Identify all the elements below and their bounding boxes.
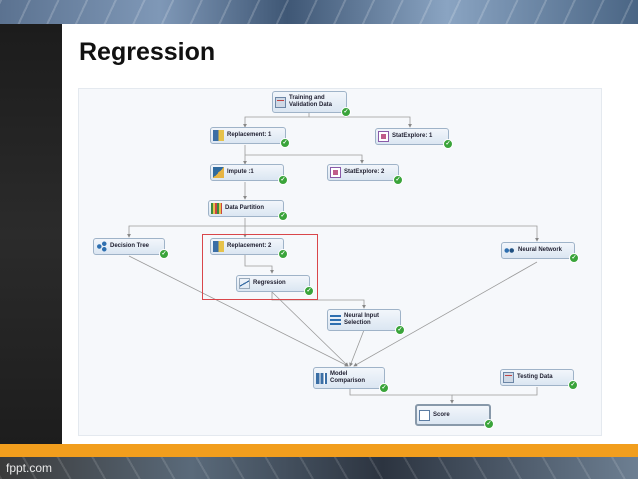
data-partition-icon bbox=[211, 203, 222, 214]
node-label: Impute :1 bbox=[227, 169, 254, 175]
checkmark-icon: ✓ bbox=[443, 139, 453, 149]
score-icon bbox=[419, 409, 430, 421]
footer-brand: fppt.com bbox=[6, 461, 53, 475]
neural-network-node[interactable]: Neural Network ✓ bbox=[501, 242, 579, 263]
node-label: Testing Data bbox=[517, 374, 553, 380]
checkmark-icon: ✓ bbox=[304, 286, 314, 296]
node-label: Data Partition bbox=[225, 205, 265, 211]
node-label: Regression bbox=[253, 280, 286, 286]
header-background bbox=[0, 0, 638, 24]
checkmark-icon: ✓ bbox=[379, 383, 389, 393]
regression-highlight-box bbox=[202, 234, 318, 300]
impute-1-node[interactable]: Impute :1 ✓ bbox=[210, 164, 288, 185]
testing-data-node[interactable]: Testing Data ✓ bbox=[500, 369, 578, 390]
node-label: Neural Network bbox=[518, 247, 563, 253]
statexplore-2-node[interactable]: StatExplore: 2 ✓ bbox=[327, 164, 403, 185]
replacement-1-node[interactable]: Replacement: 1 ✓ bbox=[210, 127, 290, 148]
checkmark-icon: ✓ bbox=[569, 253, 579, 263]
neural-network-icon bbox=[504, 245, 515, 256]
replacement-2-node[interactable]: Replacement: 2 ✓ bbox=[210, 238, 288, 259]
regression-node[interactable]: Regression ✓ bbox=[236, 275, 314, 296]
node-label: Replacement: 1 bbox=[227, 132, 272, 138]
replacement-icon bbox=[213, 241, 224, 252]
node-label: StatExplore: 1 bbox=[392, 133, 433, 139]
neural-input-selection-node[interactable]: Neural Input Selection ✓ bbox=[327, 309, 405, 335]
data-source-icon bbox=[503, 372, 514, 383]
checkmark-icon: ✓ bbox=[341, 107, 351, 117]
checkmark-icon: ✓ bbox=[395, 325, 405, 335]
node-label: Neural Input Selection bbox=[344, 313, 380, 326]
checkmark-icon: ✓ bbox=[568, 380, 578, 390]
score-node[interactable]: Score ✓ bbox=[415, 404, 494, 429]
decision-tree-icon bbox=[96, 241, 107, 252]
checkmark-icon: ✓ bbox=[484, 419, 494, 429]
checkmark-icon: ✓ bbox=[278, 211, 288, 221]
node-label: Model Comparison bbox=[330, 371, 366, 384]
node-label: Training and Validation Data bbox=[289, 95, 333, 108]
checkmark-icon: ✓ bbox=[393, 175, 403, 185]
node-label: Decision Tree bbox=[110, 243, 150, 249]
checkmark-icon: ✓ bbox=[280, 138, 290, 148]
node-label: StatExplore: 2 bbox=[344, 169, 385, 175]
node-label: Score bbox=[433, 411, 450, 418]
model-comparison-node[interactable]: Model Comparison ✓ bbox=[313, 367, 389, 393]
model-comparison-icon bbox=[316, 372, 327, 384]
statexplore-icon bbox=[330, 167, 341, 178]
statexplore-1-node[interactable]: StatExplore: 1 ✓ bbox=[375, 128, 453, 149]
checkmark-icon: ✓ bbox=[278, 175, 288, 185]
training-validation-data-node[interactable]: Training and Validation Data ✓ bbox=[272, 91, 351, 117]
node-label: Replacement: 2 bbox=[227, 243, 272, 249]
neural-input-icon bbox=[330, 314, 341, 326]
impute-icon bbox=[213, 167, 224, 178]
data-partition-node[interactable]: Data Partition ✓ bbox=[208, 200, 288, 221]
left-background bbox=[0, 24, 62, 444]
replacement-icon bbox=[213, 130, 224, 141]
data-source-icon bbox=[275, 96, 286, 108]
accent-bar bbox=[0, 444, 638, 457]
checkmark-icon: ✓ bbox=[159, 249, 169, 259]
statexplore-icon bbox=[378, 131, 389, 142]
regression-icon bbox=[239, 278, 250, 289]
checkmark-icon: ✓ bbox=[278, 249, 288, 259]
decision-tree-node[interactable]: Decision Tree ✓ bbox=[93, 238, 169, 259]
slide-title: Regression bbox=[79, 38, 216, 66]
